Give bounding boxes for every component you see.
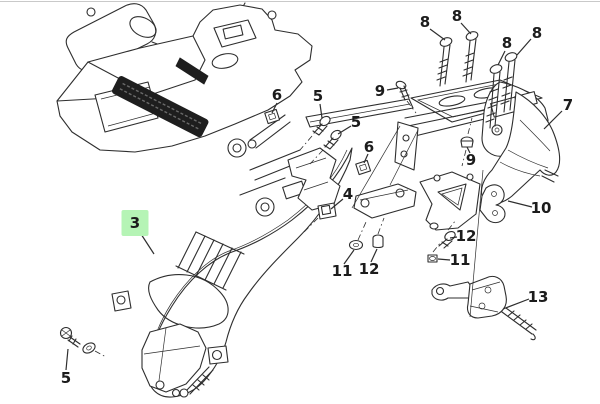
callout-leader-line: [343, 249, 355, 265]
tail-lid: [65, 3, 157, 72]
callout-label[interactable]: 11: [450, 251, 471, 269]
callout-leader-line: [466, 146, 471, 154]
callout-label[interactable]: 12: [456, 227, 477, 245]
nut-9-icon: [460, 117, 474, 167]
callout-10-13[interactable]: 10: [507, 199, 552, 217]
callout-label[interactable]: 11: [332, 262, 353, 280]
callout-leader-line: [460, 22, 472, 35]
callout-leader-line: [429, 28, 446, 41]
callout-leader-line: [363, 153, 369, 164]
callout-4-11[interactable]: 4: [330, 185, 353, 210]
callout-12-16[interactable]: 12: [359, 248, 380, 278]
bracket-part-10: [419, 171, 506, 231]
screw-8-icon: [462, 31, 479, 83]
callout-label[interactable]: 4: [343, 185, 353, 203]
callout-5-7[interactable]: 5: [337, 113, 361, 135]
callout-label[interactable]: 6: [272, 86, 282, 104]
callout-leader-line: [449, 236, 458, 239]
alignment-line: [469, 169, 484, 318]
callout-label[interactable]: 12: [359, 260, 380, 278]
highlight-box[interactable]: [121, 210, 149, 236]
callout-leader-line: [337, 125, 352, 135]
clip-nut-6-icon: [264, 108, 281, 125]
screw-8-icon: [485, 64, 503, 129]
alignment-line: [351, 125, 401, 209]
callout-8-0[interactable]: 8: [420, 13, 446, 41]
callout-6-5[interactable]: 6: [271, 86, 282, 114]
callout-label[interactable]: 3: [130, 214, 140, 232]
screw-8-icon: [436, 37, 453, 87]
callout-leader-line: [140, 233, 155, 255]
bolt-5-icon: [59, 326, 107, 358]
callout-label[interactable]: 9: [375, 82, 385, 100]
bolt-5-icon: [309, 129, 342, 165]
callout-12-14[interactable]: 12: [449, 227, 477, 245]
callout-11-15[interactable]: 11: [437, 251, 471, 269]
callout-11-17[interactable]: 11: [332, 249, 355, 280]
callout-label[interactable]: 13: [528, 288, 549, 306]
bracket-arm: [353, 183, 417, 219]
callout-leader-line: [516, 38, 532, 56]
callout-label[interactable]: 10: [531, 199, 552, 217]
callout-leader-line: [330, 198, 344, 210]
bracket-part-13: [431, 275, 537, 341]
screw-8-icon: [500, 52, 518, 113]
alignment-line: [389, 129, 419, 186]
callout-8-3[interactable]: 8: [516, 24, 542, 56]
screw-9-icon: [395, 80, 417, 114]
callout-label[interactable]: 5: [313, 87, 323, 105]
callout-3-12[interactable]: 3: [121, 210, 155, 255]
nut-12-icon: [372, 217, 385, 249]
callout-8-2[interactable]: 8: [497, 34, 512, 66]
part-side-cover-7: [480, 91, 561, 205]
clip-nut-6-icon: [355, 159, 372, 176]
tail-cover-assembly: [56, 2, 313, 158]
callout-9-10[interactable]: 9: [466, 146, 476, 169]
cover-sticker: [111, 76, 209, 138]
callout-leader-line: [319, 103, 323, 119]
callout-leader-line: [507, 200, 533, 208]
callout-leader-line: [497, 50, 506, 66]
callout-9-4[interactable]: 9: [375, 82, 399, 100]
callout-label[interactable]: 6: [364, 138, 374, 156]
callout-label[interactable]: 5: [61, 369, 71, 387]
callout-13-18[interactable]: 13: [502, 288, 549, 310]
bolt-5-icon: [299, 115, 331, 151]
nut-11-icon: [427, 241, 442, 263]
callout-leader-line: [271, 102, 278, 114]
clip-nut-4-icon: [303, 202, 337, 233]
callout-label[interactable]: 8: [502, 34, 512, 52]
callout-7-9[interactable]: 7: [543, 96, 573, 130]
fender-fins: [175, 231, 245, 291]
callout-6-8[interactable]: 6: [363, 138, 374, 164]
callout-label[interactable]: 8: [420, 13, 430, 31]
washer-11-icon: [348, 221, 367, 251]
callout-leader-line: [543, 110, 563, 130]
callout-5-6[interactable]: 5: [313, 87, 323, 119]
callout-5-19[interactable]: 5: [61, 348, 71, 387]
callout-leader-line: [370, 248, 378, 263]
callout-label[interactable]: 5: [351, 113, 361, 131]
part-rear-fender: [111, 114, 353, 398]
callout-8-1[interactable]: 8: [452, 7, 472, 35]
callout-leader-line: [65, 348, 69, 371]
callout-label[interactable]: 9: [466, 151, 476, 169]
callout-label[interactable]: 8: [532, 24, 542, 42]
callout-label[interactable]: 8: [452, 7, 462, 25]
callout-leader-line: [502, 298, 530, 310]
callout-label[interactable]: 7: [563, 96, 573, 114]
callout-leader-line: [386, 87, 399, 91]
callout-leader-line: [437, 258, 451, 261]
